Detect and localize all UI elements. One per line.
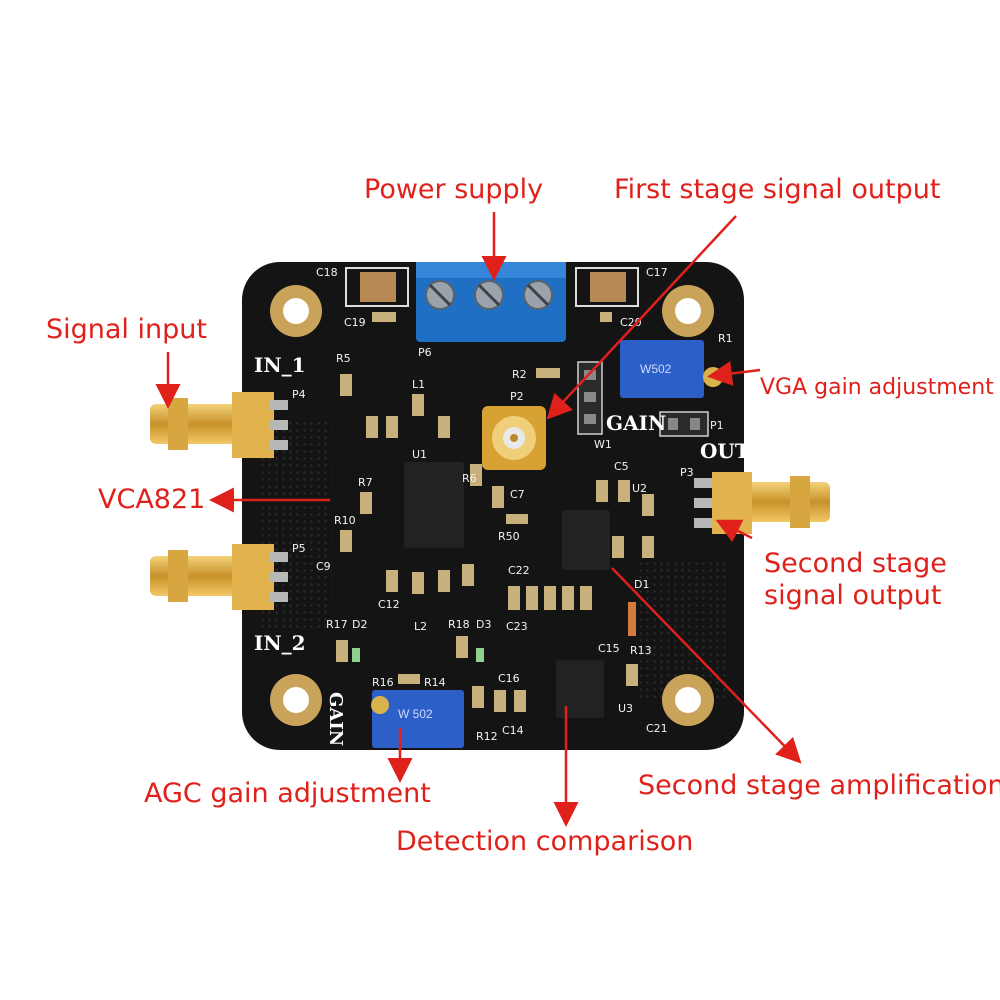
refdes-r10: R10 [334,514,356,527]
refdes-c23: C23 [506,620,528,633]
detection-comparison-label: Detection comparison [396,826,694,857]
refdes-u1: U1 [412,448,427,461]
arrow-icon [611,567,802,764]
vga-trimmer-marking: W502 [640,362,672,376]
refdes-c20: C20 [620,316,642,329]
refdes-c18: C18 [316,266,338,279]
refdes-c9: C9 [316,560,331,573]
gain-bottom-label: GAIN [325,692,346,746]
sma-connector-icon [150,392,288,458]
refdes-c17: C17 [646,266,668,279]
led-d3 [476,648,484,662]
in2-label: IN_2 [254,631,306,655]
refdes-d1: D1 [634,578,649,591]
refdes-r7: R7 [358,476,373,489]
trimmer-potentiometer-icon: W 502 [371,690,464,748]
pin-header-p1 [659,411,709,437]
diode-d1 [628,602,636,636]
signal-input-label: Signal input [46,314,207,345]
refdes-u2: U2 [632,482,647,495]
refdes-p4: P4 [292,388,306,401]
refdes-r13: R13 [630,644,652,657]
capacitor-c18 [345,267,409,307]
refdes-d3: D3 [476,618,491,631]
sma-connector-icon [150,544,288,610]
capacitor-c17 [575,267,639,307]
refdes-p2: P2 [510,390,524,403]
smd-components [336,312,654,712]
screw-terminal-icon [416,262,566,342]
refdes-c19: C19 [344,316,366,329]
refdes-r50: R50 [498,530,520,543]
refdes-r18: R18 [448,618,470,631]
led-d2 [352,648,360,662]
refdes-c14: C14 [502,724,524,737]
refdes-c7: C7 [510,488,525,501]
refdes-r12: R12 [476,730,498,743]
refdes-c15: C15 [598,642,620,655]
agc-trimmer-marking: W 502 [398,707,433,721]
refdes-c22: C22 [508,564,530,577]
ic-u1 [404,462,464,548]
callout-arrows [155,212,802,827]
refdes-r14: R14 [424,676,446,689]
vga-gain-label: VGA gain adjustment [760,375,994,400]
arrow-icon [546,215,737,420]
refdes-c5: C5 [614,460,629,473]
refdes-u3: U3 [618,702,633,715]
ic-u3 [556,660,604,718]
first-stage-output-label: First stage signal output [614,174,941,205]
refdes-r6: R6 [462,472,477,485]
out-label: OUT [700,439,750,463]
refdes-d2: D2 [352,618,367,631]
refdes-p5: P5 [292,542,306,555]
mounting-hole-icon [270,285,322,337]
arrow-icon [707,361,761,386]
mounting-hole-icon [270,674,322,726]
mounting-hole-icon [662,674,714,726]
ic-u2 [562,510,610,570]
vca821-label: VCA821 [98,484,206,515]
second-stage-amplification-label: Second stage amplification [638,770,1000,801]
arrow-icon [715,519,753,543]
refdes-r5: R5 [336,352,351,365]
refdes-r17: R17 [326,618,348,631]
refdes-r1: R1 [718,332,733,345]
power-supply-label: Power supply [364,174,544,205]
refdes-c21: C21 [646,722,668,735]
sma-connector-icon [694,472,830,534]
refdes-p1: P1 [710,419,724,432]
sma-connector-icon [482,406,546,470]
second-stage-output-label-line2: signal output [764,580,942,611]
refdes-c12: C12 [378,598,400,611]
in1-label: IN_1 [254,353,306,377]
second-stage-output-label-line1: Second stage [764,548,947,579]
agc-gain-label: AGC gain adjustment [144,778,431,809]
silkscreen-refdes: P1 P2 P3 P4 P5 P6 R1 W1 U1 U2 U3 D1 D2 D… [292,266,733,743]
refdes-r2: R2 [512,368,527,381]
refdes-p6: P6 [418,346,432,359]
refdes-p3: P3 [680,466,694,479]
refdes-l2: L2 [414,620,427,633]
gain-top-label: GAIN [606,411,666,435]
refdes-w1: W1 [594,438,612,451]
refdes-l1: L1 [412,378,425,391]
refdes-c16: C16 [498,672,520,685]
mounting-hole-icon [662,285,714,337]
refdes-r16: R16 [372,676,394,689]
